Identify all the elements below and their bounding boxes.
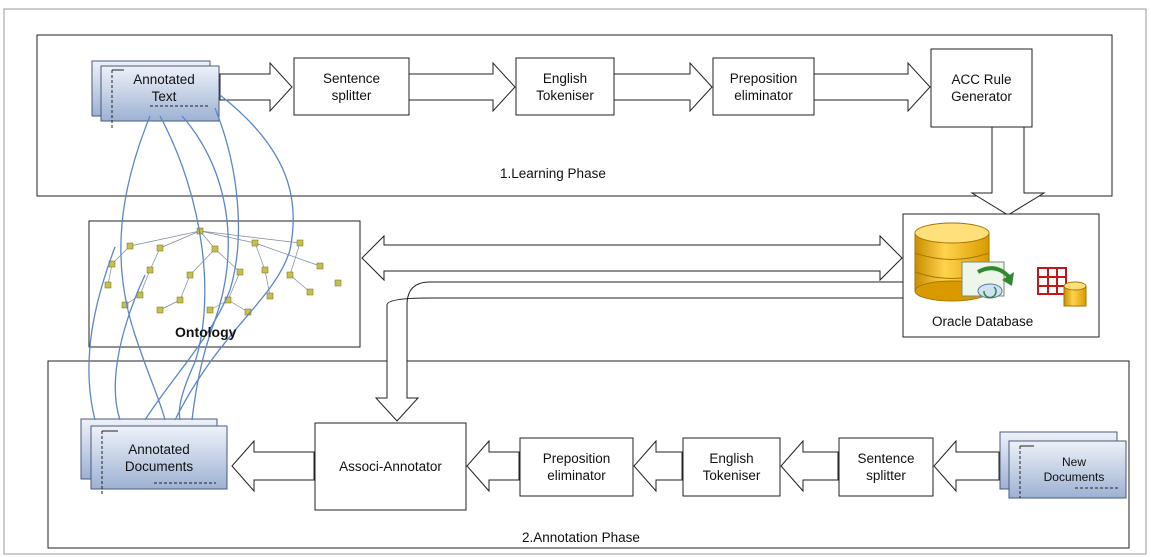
arrow-tokeniser-to-eliminator xyxy=(633,439,683,493)
arrow-splitter-to-tokeniser xyxy=(408,61,516,113)
database-table-icon xyxy=(1037,267,1087,307)
outer-frame xyxy=(3,8,1147,555)
annotation-sentence-splitter-box xyxy=(838,437,934,497)
oracle-database-label: Oracle Database xyxy=(932,314,1034,329)
arrow-ontology-database xyxy=(361,234,903,282)
new-documents-icon xyxy=(999,431,1127,499)
annotation-link-curves xyxy=(88,94,294,421)
arrow-database-to-annotator xyxy=(374,281,904,422)
new-documents-label: New Documents xyxy=(1043,455,1105,484)
arrow-eliminator-to-rule-generator xyxy=(813,61,931,113)
arrow-new-docs-to-splitter xyxy=(933,439,1000,493)
learning-sentence-splitter-box xyxy=(293,57,410,116)
annotation-step-2-label: English Tokeniser xyxy=(702,451,761,483)
learning-step-1-label: Sentence splitter xyxy=(322,70,381,103)
arrow-eliminator-to-annotator xyxy=(466,439,520,493)
ontology-label: Ontology xyxy=(175,324,237,340)
learning-input-doc-label: Annotated Text xyxy=(133,72,195,104)
learning-step-2-label: English Tokeniser xyxy=(536,70,594,103)
annotation-output-doc-label: Annotated Documents xyxy=(124,442,194,474)
arrow-splitter-to-tokeniser xyxy=(780,439,839,493)
learning-preposition-eliminator-box xyxy=(712,57,815,116)
database-sync-icon xyxy=(961,261,1014,299)
associ-annotator-box xyxy=(314,422,467,511)
annotation-english-tokeniser-box xyxy=(682,437,781,497)
annotated-text-document-icon xyxy=(91,60,220,130)
acc-rule-generator-box xyxy=(930,48,1033,128)
annotation-preposition-eliminator-box xyxy=(519,437,634,497)
arrow-rule-generator-to-database xyxy=(970,126,1046,216)
arrow-tokeniser-to-eliminator xyxy=(613,61,713,113)
annotation-step-3-label: Sentence splitter xyxy=(857,451,915,483)
arrow-annotator-to-output xyxy=(231,439,315,493)
annotation-phase-label: 2.Annotation Phase xyxy=(522,530,640,545)
annotation-step-1-label: Preposition eliminator xyxy=(542,451,611,483)
learning-step-3-label: Preposition eliminator xyxy=(729,70,798,103)
associ-annotator-label: Associ-Annotator xyxy=(339,459,442,474)
learning-step-4-label: ACC Rule Generator xyxy=(951,72,1012,104)
annotated-documents-icon xyxy=(80,418,228,496)
learning-english-tokeniser-box xyxy=(515,57,615,116)
learning-phase-label: 1.Learning Phase xyxy=(500,166,606,181)
arrow-doc-to-splitter xyxy=(219,61,293,113)
